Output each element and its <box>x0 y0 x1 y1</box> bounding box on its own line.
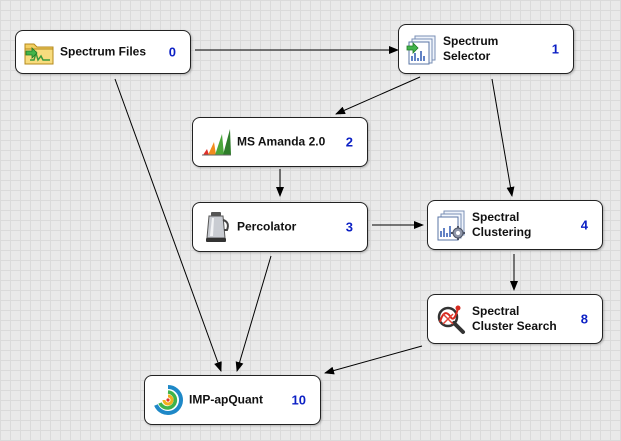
edge-percolator-to-imp-apquant <box>235 255 272 372</box>
node-label: MS Amanda 2.0 <box>237 134 326 149</box>
node-label: Percolator <box>237 219 297 234</box>
spectrum-selector-icon <box>406 35 436 65</box>
node-spectrum-selector[interactable]: Spectrum Selector 1 <box>398 24 574 74</box>
ms-amanda-icon <box>202 129 231 156</box>
node-imp-apquant[interactable]: IMP-apQuant 10 <box>144 375 321 425</box>
folder-spectrum-icon <box>24 43 54 65</box>
node-number: 4 <box>580 217 588 233</box>
cluster-search-icon <box>437 305 465 334</box>
node-ms-amanda[interactable]: MS Amanda 2.0 2 <box>192 117 368 167</box>
edge-spectrum-files-to-imp-apquant <box>114 78 222 372</box>
node-label: Spectral Clustering <box>472 210 532 239</box>
node-number: 3 <box>345 219 353 235</box>
node-percolator[interactable]: Percolator 3 <box>192 202 368 252</box>
node-label: Spectrum Files <box>60 44 147 59</box>
edge-spectrum-selector-to-spectral-clustering <box>491 78 515 197</box>
spectral-clustering-icon <box>437 210 465 241</box>
node-spectrum-files[interactable]: Spectrum Files 0 <box>15 30 191 74</box>
node-spectral-clustering[interactable]: Spectral Clustering 4 <box>427 200 603 250</box>
node-number: 10 <box>291 392 306 408</box>
node-number: 2 <box>345 134 353 150</box>
node-number: 1 <box>551 41 559 57</box>
node-label: Spectral Cluster Search <box>472 304 557 333</box>
edge-spectral-cluster-search-to-imp-apquant <box>324 345 423 375</box>
percolator-icon <box>206 212 229 242</box>
node-number: 0 <box>168 44 176 60</box>
edge-spectrum-selector-to-ms-amanda <box>335 76 421 115</box>
imp-apquant-icon <box>154 385 183 415</box>
node-label: IMP-apQuant <box>189 392 263 407</box>
node-spectral-cluster-search[interactable]: Spectral Cluster Search 8 <box>427 294 603 344</box>
node-label: Spectrum Selector <box>443 34 499 63</box>
node-number: 8 <box>580 311 588 327</box>
